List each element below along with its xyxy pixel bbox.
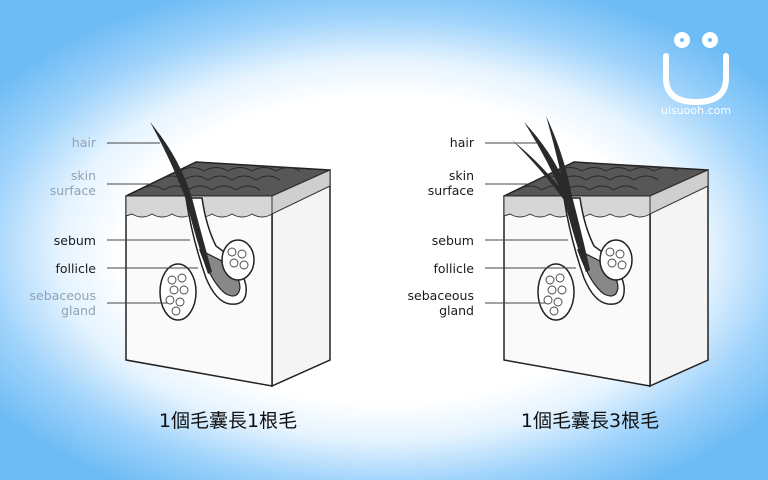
label-skin-surface-right: skin surface (428, 168, 474, 198)
label-skin-surface-left: skin surface (50, 168, 96, 198)
leader-lines-left (107, 142, 198, 304)
label-gland-right: gland (439, 303, 474, 318)
label-sebum-right: sebum (431, 233, 474, 248)
hair-strand-left (150, 122, 212, 274)
leader-lines-right (485, 142, 576, 304)
label-hair-right: hair (449, 135, 474, 150)
hair-strands-right (512, 116, 590, 272)
label-sebum-left: sebum (53, 233, 96, 248)
skin-block-right (503, 161, 709, 388)
label-skin-right: skin (448, 168, 474, 183)
watermark-text: uisuooh.com (660, 104, 732, 117)
label-gland-left: gland (61, 303, 96, 318)
smiley-u-logo-icon (663, 32, 729, 106)
label-surface-right: surface (427, 183, 474, 198)
caption-left: 1個毛囊長1根毛 (158, 410, 298, 432)
label-hair-left: hair (71, 135, 96, 150)
label-sebaceous-right: sebaceous (407, 288, 474, 303)
label-surface-left: surface (49, 183, 96, 198)
skin-block-left (125, 161, 331, 388)
label-sebaceous-gland-left: sebaceous gland (30, 288, 96, 318)
label-sebaceous-left: sebaceous (29, 288, 96, 303)
label-skin-left: skin (70, 168, 96, 183)
label-follicle-right: follicle (433, 261, 474, 276)
label-sebaceous-gland-right: sebaceous gland (408, 288, 474, 318)
label-follicle-left: follicle (55, 261, 96, 276)
caption-right: 1個毛囊長3根毛 (520, 410, 660, 432)
